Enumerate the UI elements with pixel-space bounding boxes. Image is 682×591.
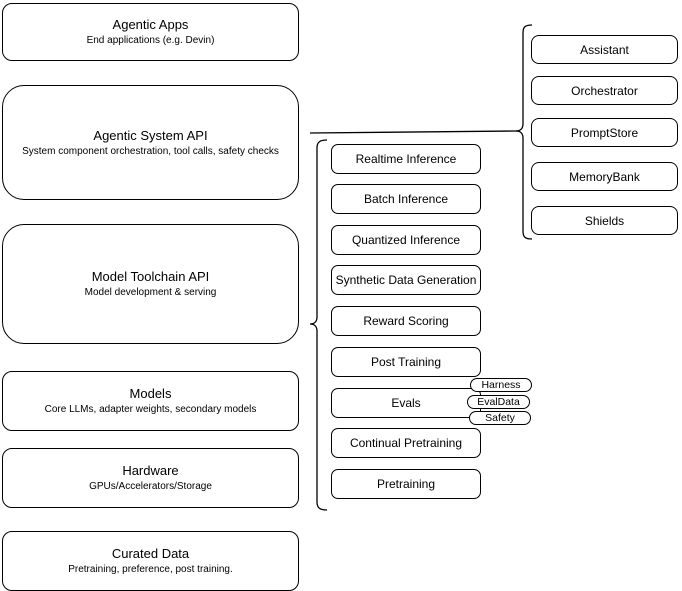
system-components-bracket (515, 24, 533, 240)
node-reward-scoring: Reward Scoring (331, 306, 481, 336)
node-agentic-apps: Agentic Apps End applications (e.g. Devi… (2, 3, 299, 61)
node-title: Model Toolchain API (91, 269, 210, 284)
node-evals: Evals (331, 388, 481, 418)
node-title: Agentic Apps (112, 17, 189, 32)
node-batch-inference: Batch Inference (331, 184, 481, 214)
node-pretraining: Pretraining (331, 469, 481, 499)
node-hardware: Hardware GPUs/Accelerators/Storage (2, 448, 299, 508)
node-memorybank: MemoryBank (531, 162, 678, 191)
node-subtitle: Pretraining, preference, post training. (68, 564, 233, 575)
node-shields: Shields (531, 206, 678, 235)
pill-safety: Safety (469, 411, 531, 425)
node-subtitle: Model development & serving (84, 287, 217, 298)
node-agentic-system-api: Agentic System API System component orch… (2, 85, 299, 200)
pill-evaldata: EvalData (467, 395, 530, 409)
node-title: Models (129, 386, 172, 401)
node-realtime-inference: Realtime Inference (331, 144, 481, 174)
node-title: Curated Data (111, 546, 190, 561)
node-model-toolchain-api: Model Toolchain API Model development & … (2, 224, 299, 344)
node-continual-pretraining: Continual Pretraining (331, 428, 481, 458)
node-subtitle: Core LLMs, adapter weights, secondary mo… (44, 404, 257, 415)
pill-harness: Harness (470, 378, 532, 392)
node-curated-data: Curated Data Pretraining, preference, po… (2, 531, 299, 591)
node-models: Models Core LLMs, adapter weights, secon… (2, 371, 299, 431)
node-post-training: Post Training (331, 347, 481, 377)
node-assistant: Assistant (531, 35, 678, 64)
node-subtitle: End applications (e.g. Devin) (86, 35, 215, 46)
toolchain-bracket (309, 139, 328, 511)
node-synthetic-data-generation: Synthetic Data Generation (331, 265, 481, 295)
node-subtitle: System component orchestration, tool cal… (22, 145, 279, 157)
node-promptstore: PromptStore (531, 118, 678, 147)
connector-line-system-api-to-components (309, 130, 518, 134)
node-subtitle: GPUs/Accelerators/Storage (89, 481, 212, 492)
node-title: Agentic System API (93, 127, 208, 143)
node-orchestrator: Orchestrator (531, 76, 678, 105)
node-title: Hardware (122, 463, 179, 478)
node-quantized-inference: Quantized Inference (331, 225, 481, 255)
